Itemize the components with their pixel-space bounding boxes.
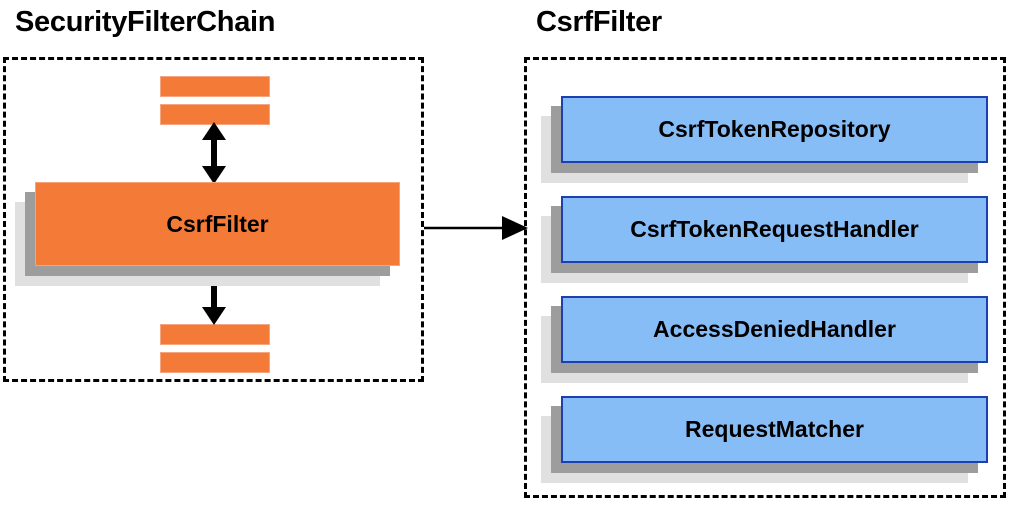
collaborator-label: AccessDeniedHandler: [653, 316, 896, 342]
security-filter-chain-panel: [3, 57, 424, 382]
card-face: CsrfTokenRequestHandler: [561, 196, 988, 263]
csrf-filter-box[interactable]: CsrfFilter: [15, 182, 400, 286]
double-arrow-up-down-icon: [202, 122, 226, 184]
collaborator-label: CsrfTokenRequestHandler: [630, 216, 919, 242]
card-face: CsrfTokenRepository: [561, 96, 988, 163]
collaborator-label: CsrfTokenRepository: [658, 116, 891, 142]
filter-bar-downstream-1: [160, 324, 270, 345]
collaborator-box-csrf-token-repository[interactable]: CsrfTokenRepository: [541, 96, 988, 183]
page-title-csrf-filter: CsrfFilter: [536, 6, 662, 38]
card-face: RequestMatcher: [561, 396, 988, 463]
filter-bar-downstream-2: [160, 352, 270, 373]
collaborator-label: RequestMatcher: [685, 416, 864, 442]
collaborator-box-csrf-token-request-handler[interactable]: CsrfTokenRequestHandler: [541, 196, 988, 283]
page-title-security-filter-chain: SecurityFilterChain: [15, 6, 276, 38]
card-face: AccessDeniedHandler: [561, 296, 988, 363]
arrow-right-icon: [424, 216, 528, 240]
card-face: CsrfFilter: [35, 182, 400, 266]
csrf-filter-panel: [524, 57, 1006, 498]
filter-bar-upstream-1: [160, 76, 270, 97]
collaborator-box-access-denied-handler[interactable]: AccessDeniedHandler: [541, 296, 988, 383]
collaborator-box-request-matcher[interactable]: RequestMatcher: [541, 396, 988, 483]
csrf-filter-box-label: CsrfFilter: [166, 210, 269, 237]
